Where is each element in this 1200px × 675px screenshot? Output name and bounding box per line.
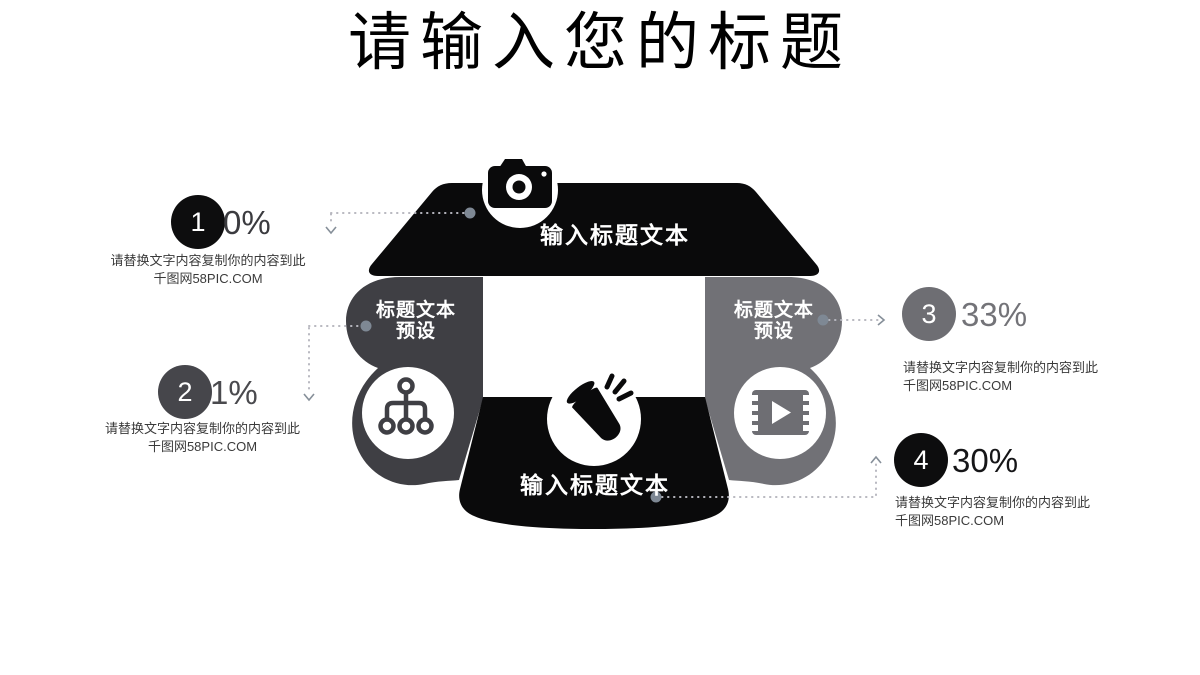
callout-4-number-badge: 4: [894, 433, 948, 487]
connector-4-dot: [650, 491, 662, 503]
callout-4-description: 请替换文字内容复制你的内容到此 千图网58PIC.COM: [895, 494, 1105, 530]
bottom-segment-label: 输入标题文本: [520, 472, 670, 498]
callout-4-desc-line1: 请替换文字内容复制你的内容到此: [895, 495, 1091, 510]
callout-1-description: 请替换文字内容复制你的内容到此 千图网58PIC.COM: [93, 252, 323, 288]
film-icon: [750, 390, 811, 435]
connector-arrows: [303, 226, 886, 464]
top-segment-shape: [368, 183, 820, 276]
arrow-down-icon: [325, 226, 337, 235]
left-segment-label-line1: 标题文本: [375, 300, 456, 321]
right-segment-label-line1: 标题文本: [733, 300, 814, 321]
connector-1-dot: [464, 207, 476, 219]
callout-3-desc-line1: 请替换文字内容复制你的内容到此: [903, 360, 1099, 375]
connector-2-dot: [360, 320, 372, 332]
callout-1-desc-line1: 请替换文字内容复制你的内容到此: [110, 253, 306, 268]
callout-2-desc-line1: 请替换文字内容复制你的内容到此: [104, 421, 300, 436]
callout-4-desc-line2: 千图网58PIC.COM: [895, 513, 1005, 528]
callout-3-desc-line2: 千图网58PIC.COM: [903, 378, 1013, 393]
camera-icon: [488, 159, 552, 208]
callout-2-number: 2: [177, 376, 193, 407]
top-segment-label: 输入标题文本: [540, 222, 690, 248]
connector-lines: [308, 212, 879, 498]
page-title: 请输入您的标题: [348, 8, 852, 78]
callout-1-number: 1: [190, 206, 206, 237]
arrow-right-icon: [877, 314, 886, 326]
right-segment-label-line2: 预设: [753, 321, 794, 342]
callout-3-number: 3: [921, 298, 937, 329]
callout-4-percent: 30%: [952, 442, 1019, 479]
callout-2-number-badge: 2: [158, 365, 212, 419]
connector-dots: [360, 207, 829, 503]
org-chart-icon: [378, 377, 434, 435]
callout-1-desc-line2: 千图网58PIC.COM: [153, 271, 263, 286]
connector-3-dot: [817, 314, 829, 326]
callout-1-number-badge: 1: [171, 195, 225, 249]
arrow-up-icon: [870, 455, 882, 464]
arrow-down-icon: [303, 393, 315, 402]
callout-4-number: 4: [913, 444, 929, 475]
callout-3-description: 请替换文字内容复制你的内容到此 千图网58PIC.COM: [903, 359, 1113, 395]
right-segment-label: 标题文本 预设: [706, 300, 842, 342]
left-segment-label-line2: 预设: [395, 321, 436, 342]
megaphone-icon: [566, 373, 634, 441]
callout-1-percent: 0%: [223, 204, 271, 241]
callout-3-number-badge: 3: [902, 287, 956, 341]
callout-2-percent: 1%: [210, 374, 258, 411]
callout-3-percent: 33%: [961, 296, 1028, 333]
callout-2-desc-line2: 千图网58PIC.COM: [147, 439, 258, 454]
left-segment-label: 标题文本 预设: [348, 300, 484, 342]
callout-2-description: 请替换文字内容复制你的内容到此 千图网58PIC.COM: [90, 420, 315, 456]
